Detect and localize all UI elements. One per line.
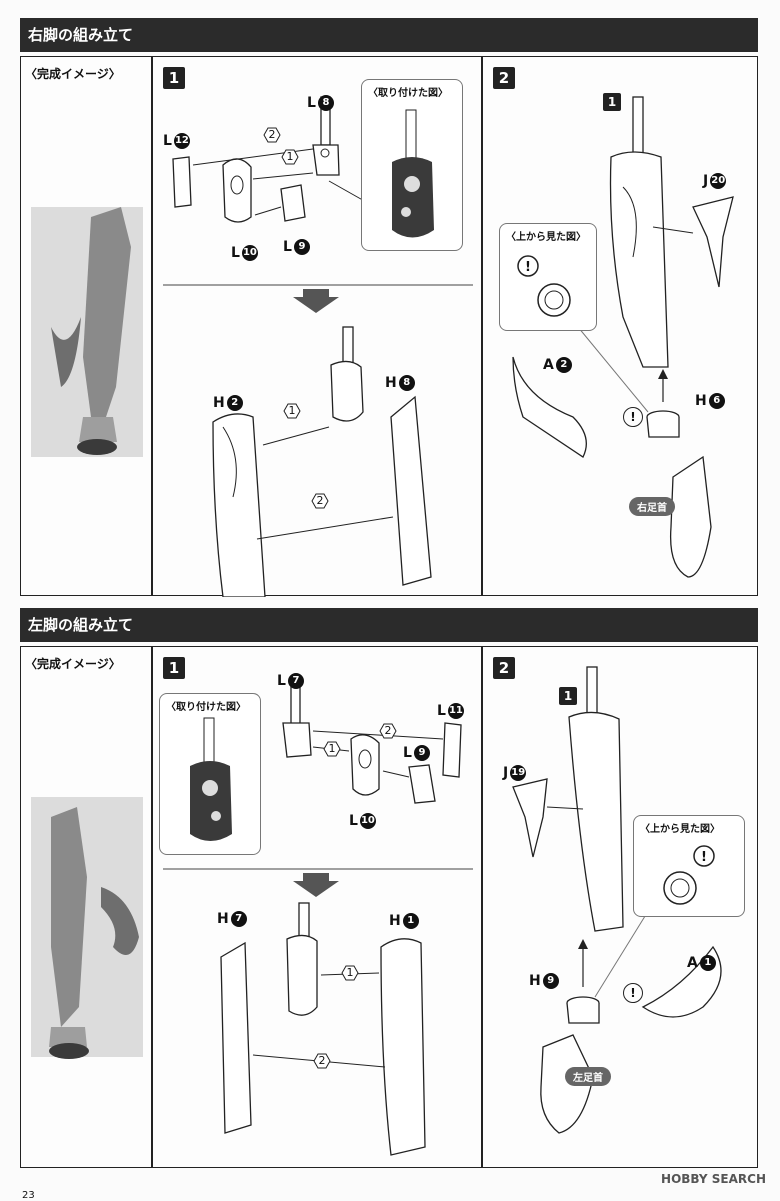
step-marker-2: 2 xyxy=(263,127,281,143)
completed-left-leg-photo xyxy=(31,797,143,1059)
caution-icon: ! xyxy=(623,983,643,1003)
completion-image-label: 〈完成イメージ〉 xyxy=(25,67,121,81)
step-number-badge: 1 xyxy=(163,67,185,89)
completion-image-label: 〈完成イメージ〉 xyxy=(25,657,121,671)
sub-step-badge: 1 xyxy=(603,93,621,111)
bubble-caption: 〈上から見た図〉 xyxy=(506,232,586,243)
completed-right-leg-photo xyxy=(31,207,143,457)
attached-view-drawing xyxy=(190,717,232,841)
sub-step-badge: 1 xyxy=(559,687,577,705)
ankle-label: 左足首 xyxy=(565,1067,611,1086)
step-number-badge: 2 xyxy=(493,67,515,89)
step1-panel: 1 xyxy=(152,56,482,597)
caution-icon: ! xyxy=(623,407,643,427)
section-title: 右脚の組み立て xyxy=(28,26,134,44)
attached-view-bubble: 〈取り付けた図〉 xyxy=(361,79,463,251)
section-title: 左脚の組み立て xyxy=(28,616,134,634)
step-number-badge: 1 xyxy=(163,657,185,679)
top-view-bubble: 〈上から見た図〉 ! xyxy=(499,223,597,331)
page-number: 23 xyxy=(22,1190,35,1201)
svg-text:!: ! xyxy=(701,850,707,865)
bubble-caption: 〈取り付けた図〉 xyxy=(368,88,448,99)
step1-drawing xyxy=(163,96,473,597)
bubble-caption: 〈取り付けた図〉 xyxy=(166,702,246,713)
section-header: 右脚の組み立て xyxy=(20,18,758,52)
step-marker-1: 1 xyxy=(341,965,359,981)
step1-drawing xyxy=(163,676,473,1156)
top-view-bubble: 〈上から見た図〉 ! xyxy=(633,815,745,917)
left-leg-section: 左脚の組み立て 〈完成イメージ〉 1 xyxy=(20,608,758,1168)
svg-text:!: ! xyxy=(525,260,531,275)
top-view-drawing: ! xyxy=(517,255,571,317)
step-marker-2: 2 xyxy=(313,1053,331,1069)
step-marker-1: 1 xyxy=(281,149,299,165)
step-marker-1: 1 xyxy=(283,403,301,419)
step-marker-2: 2 xyxy=(379,723,397,739)
section-header: 左脚の組み立て xyxy=(20,608,758,642)
step-number-badge: 2 xyxy=(493,657,515,679)
right-leg-section: 右脚の組み立て 〈完成イメージ〉 1 xyxy=(20,18,758,597)
bubble-caption: 〈上から見た図〉 xyxy=(640,824,720,835)
completion-image-panel: 〈完成イメージ〉 xyxy=(20,646,152,1168)
ankle-label: 右足首 xyxy=(629,497,675,516)
step-marker-2: 2 xyxy=(311,493,329,509)
completion-image-panel: 〈完成イメージ〉 xyxy=(20,56,152,596)
hobby-search-watermark: HOBBY SEARCH xyxy=(661,1172,766,1186)
step2-drawing xyxy=(512,96,734,578)
attached-view-bubble: 〈取り付けた図〉 xyxy=(159,693,261,855)
attached-view-drawing xyxy=(392,109,434,238)
top-view-drawing: ! xyxy=(663,845,715,905)
step-marker-1: 1 xyxy=(323,741,341,757)
